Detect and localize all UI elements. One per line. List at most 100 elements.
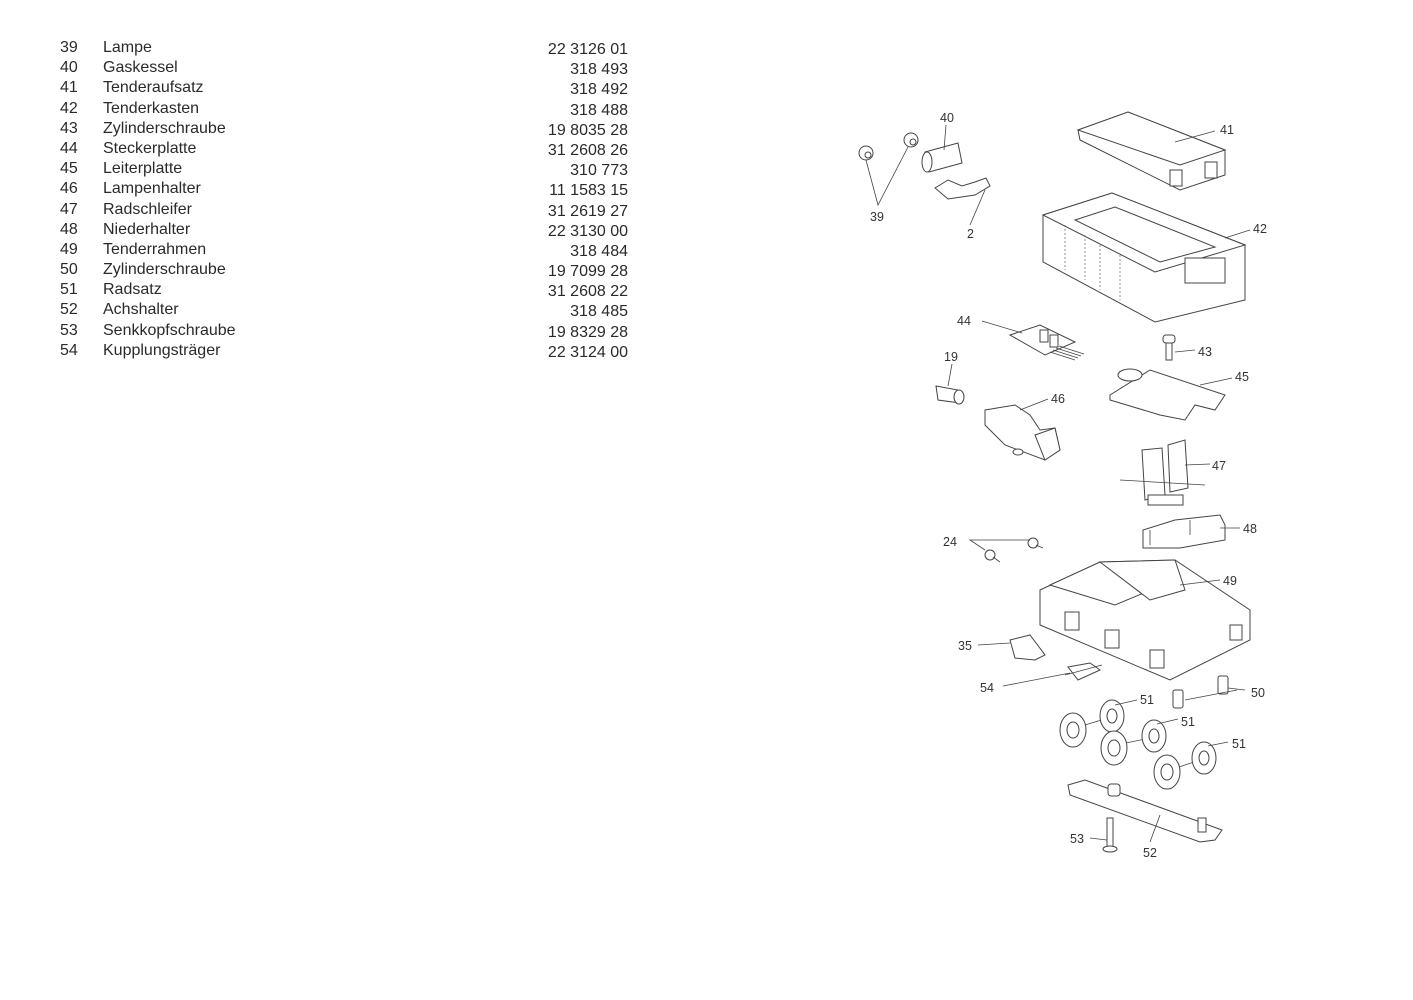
parts-list-row: 50 Zylinderschraube 19 7099 28 <box>60 260 630 280</box>
label-2: 2 <box>967 227 974 241</box>
wheel-contact-part-47 <box>1119 439 1206 506</box>
tender-frame-part-49 <box>1039 559 1251 681</box>
label-44: 44 <box>957 314 971 328</box>
label-41: 41 <box>1220 123 1234 137</box>
tender-body-part-42 <box>1041 192 1247 323</box>
parts-list-row: 49 Tenderrahmen 318 484 <box>60 240 630 260</box>
part-code: 310 773 <box>570 162 628 180</box>
parts-list-row: 51 Radsatz 31 2608 22 <box>60 280 630 300</box>
part-code: 19 7099 28 <box>547 263 628 281</box>
exploded-parts-diagram: 39 40 2 41 42 44 19 <box>858 111 1267 860</box>
parts-list-row: 54 Kupplungsträger 22 3124 00 <box>60 341 630 361</box>
label-51: 51 <box>1181 715 1195 729</box>
part-name: Kupplungsträger <box>103 341 221 359</box>
tender-top-part-41 <box>1076 111 1227 191</box>
part-number: 49 <box>60 240 78 258</box>
parts-list-row: 48 Niederhalter 22 3130 00 <box>60 220 630 240</box>
part-name: Gaskessel <box>103 59 178 77</box>
lamp-holder-part-46 <box>984 404 1061 461</box>
part-name: Tenderkasten <box>103 99 200 117</box>
part-name: Tenderaufsatz <box>103 79 204 97</box>
part-code: 318 492 <box>570 81 628 99</box>
part-number: 48 <box>60 220 78 238</box>
label-42: 42 <box>1253 222 1267 236</box>
label-54: 54 <box>980 681 994 695</box>
axle-holder-part-52 <box>1067 779 1223 843</box>
label-45: 45 <box>1235 370 1249 384</box>
part-name: Lampe <box>103 39 152 56</box>
lamp-part-39 <box>858 132 919 161</box>
part-number: 53 <box>60 321 78 339</box>
part-name: Niederhalter <box>103 220 191 238</box>
part-number: 50 <box>60 261 78 279</box>
part-code: 11 1583 15 <box>549 182 628 200</box>
label-46: 46 <box>1051 392 1065 406</box>
part-code: 318 493 <box>570 61 628 79</box>
screws-part-24 <box>984 537 1044 563</box>
label-19: 19 <box>944 350 958 364</box>
part-code: 318 488 <box>570 101 628 119</box>
part-number: 42 <box>60 99 78 117</box>
part-name: Achshalter <box>103 301 179 319</box>
circuit-board-part-45 <box>1109 368 1226 421</box>
part-number: 40 <box>60 59 78 77</box>
screws-part-50 <box>1172 675 1229 709</box>
label-35: 35 <box>958 639 972 653</box>
part-name: Senkkopfschraube <box>103 321 236 339</box>
wheelset-part-51 <box>1059 699 1125 748</box>
part-code: 318 484 <box>570 242 628 260</box>
label-52: 52 <box>1143 846 1157 860</box>
part-name: Steckerplatte <box>103 139 197 157</box>
label-40: 40 <box>940 111 954 125</box>
part-code: 31 2619 27 <box>547 202 628 220</box>
part-number: 45 <box>60 160 78 178</box>
parts-list-row: 40 Gaskessel 318 493 <box>60 58 630 78</box>
part-code: 22 3130 00 <box>547 222 628 240</box>
label-50: 50 <box>1251 686 1265 700</box>
parts-list-row: 41 Tenderaufsatz 318 492 <box>60 78 630 98</box>
coupling-carrier-part-54 <box>1064 662 1103 681</box>
part-code: 19 8035 28 <box>547 121 628 139</box>
gas-boiler-part-40 <box>921 142 963 173</box>
part-name: Radsatz <box>103 281 162 299</box>
part-code: 22 3126 01 <box>547 41 628 58</box>
wheelset-part-51 <box>1153 741 1217 790</box>
part-number: 39 <box>60 39 78 56</box>
label-49: 49 <box>1223 574 1237 588</box>
part-name: Radschleifer <box>103 200 192 218</box>
plug-board-part-44 <box>1008 324 1085 361</box>
label-51: 51 <box>1140 693 1154 707</box>
parts-list-row: 53 Senkkopfschraube 19 8329 28 <box>60 321 630 341</box>
parts-list-row: 44 Steckerplatte 31 2608 26 <box>60 139 630 159</box>
countersunk-screw-part-53 <box>1102 817 1118 853</box>
part-number: 54 <box>60 341 78 359</box>
parts-list-row: 47 Radschleifer 31 2619 27 <box>60 200 630 220</box>
label-48: 48 <box>1243 522 1257 536</box>
bulb-part-19 <box>935 385 965 405</box>
coupling-part-35 <box>1009 634 1046 661</box>
part-number: 41 <box>60 79 78 97</box>
part-number: 52 <box>60 301 78 319</box>
hold-down-part-48 <box>1142 514 1226 549</box>
part-code: 19 8329 28 <box>547 323 628 341</box>
part-name: Tenderrahmen <box>103 240 207 258</box>
part-code: 31 2608 26 <box>547 141 628 159</box>
part-number: 47 <box>60 200 78 218</box>
label-51: 51 <box>1232 737 1246 751</box>
part-number: 46 <box>60 180 78 198</box>
parts-list-row: 42 Tenderkasten 318 488 <box>60 99 630 119</box>
part-name: Zylinderschraube <box>103 119 226 137</box>
parts-list-row: 45 Leiterplatte 310 773 <box>60 159 630 179</box>
part-number: 51 <box>60 281 78 299</box>
part-name: Leiterplatte <box>103 160 183 178</box>
part-number: 44 <box>60 139 78 157</box>
part-name: Zylinderschraube <box>103 261 226 279</box>
part-code: 22 3124 00 <box>547 343 628 361</box>
part-code: 31 2608 22 <box>547 283 628 301</box>
wheelset-part-51 <box>1100 719 1167 766</box>
screw-part-43 <box>1162 334 1176 361</box>
label-43: 43 <box>1198 345 1212 359</box>
